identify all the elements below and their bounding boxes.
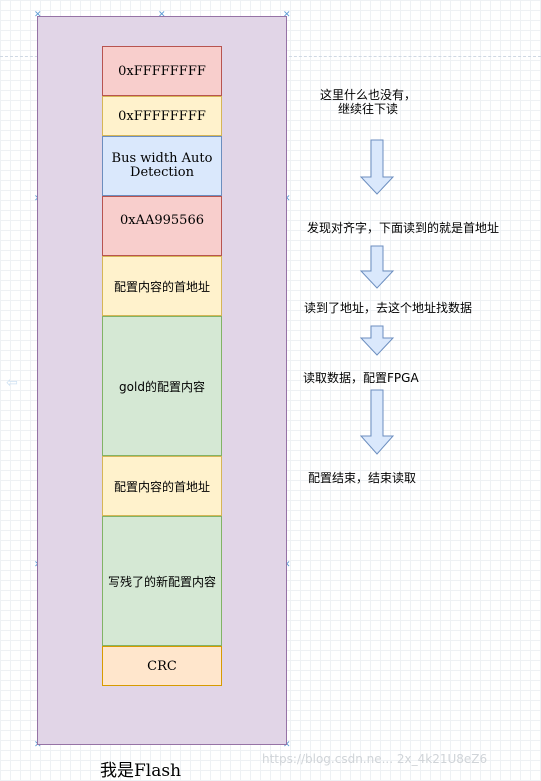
block-label: 0xFFFFFFFF	[118, 63, 206, 79]
block-label: CRC	[147, 658, 177, 674]
block-label: Bus width Auto Detection	[111, 151, 213, 180]
flash-block-new-config[interactable]: 写残了的新配置内容	[102, 516, 222, 646]
annotation-address-read: 读到了地址，去这个地址找数据	[304, 301, 473, 315]
down-arrow-icon	[359, 245, 395, 289]
annotation-sync-found: 发现对齐字，下面读到的就是首地址	[307, 221, 500, 235]
annotation-configure-fpga: 读取数据，配置FPGA	[303, 371, 419, 385]
selection-handle[interactable]: ✕	[34, 10, 42, 20]
flash-block-start-address-1[interactable]: 配置内容的首地址	[102, 256, 222, 316]
block-label: 0xFFFFFFFF	[118, 108, 206, 124]
selection-handle[interactable]: ✕	[283, 10, 291, 20]
annotation-nothing-here: 这里什么也没有， 继续往下读	[320, 88, 417, 116]
flash-block-bus-width[interactable]: Bus width Auto Detection	[102, 136, 222, 196]
flash-block-crc[interactable]: CRC	[102, 646, 222, 686]
flash-block-ffffffff-1[interactable]: 0xFFFFFFFF	[102, 46, 222, 96]
flash-block-ffffffff-2[interactable]: 0xFFFFFFFF	[102, 96, 222, 136]
down-arrow-icon	[359, 389, 395, 455]
block-label: gold的配置内容	[119, 379, 205, 394]
selection-handle[interactable]: ✕	[158, 10, 166, 20]
flash-block-gold-config[interactable]: gold的配置内容	[102, 316, 222, 456]
down-arrow-icon	[359, 325, 395, 356]
flash-block-sync-word[interactable]: 0xAA995566	[102, 196, 222, 256]
selection-handle[interactable]: ✕	[34, 740, 42, 750]
diagram-title: 我是Flash	[100, 761, 182, 781]
annotation-config-end: 配置结束，结束读取	[308, 471, 417, 485]
block-label: 写残了的新配置内容	[107, 574, 216, 589]
watermark: https://blog.csdn.ne... 2x_4k21U8eZ6	[262, 752, 488, 766]
block-label: 0xAA995566	[119, 213, 204, 228]
block-label: 配置内容的首地址	[113, 279, 210, 294]
left-guide-arrow-icon: ⇦	[6, 375, 18, 391]
selection-handle[interactable]: ✕	[283, 740, 291, 750]
flash-block-start-address-2[interactable]: 配置内容的首地址	[102, 456, 222, 516]
block-label: 配置内容的首地址	[113, 479, 210, 494]
down-arrow-icon	[359, 139, 395, 195]
